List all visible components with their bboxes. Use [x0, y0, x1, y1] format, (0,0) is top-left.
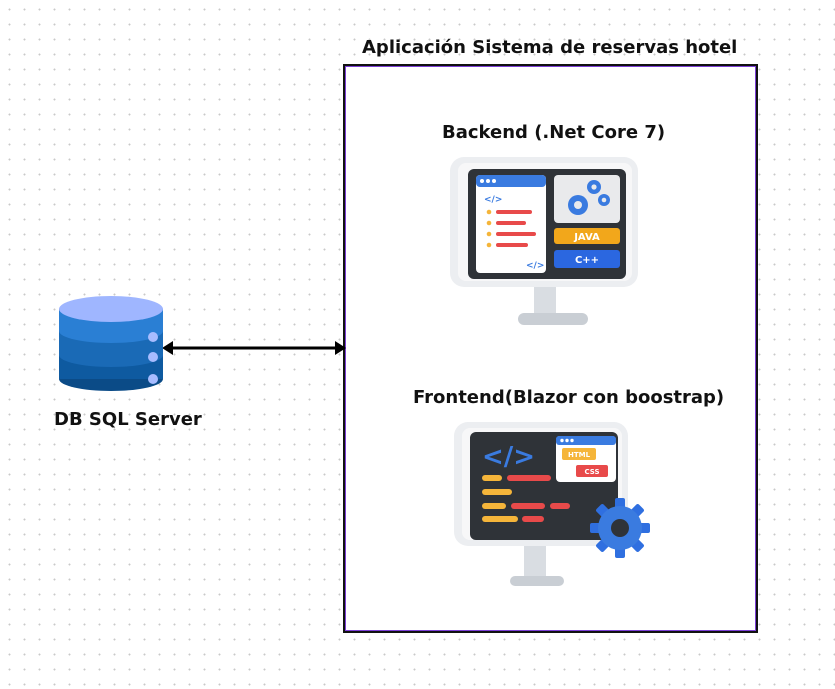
backend-label: Backend (.Net Core 7) — [442, 122, 666, 143]
css-badge: CSS — [584, 468, 599, 476]
svg-text:</>: </> — [484, 195, 502, 205]
app-container-title: Aplicación Sistema de reservas hotel — [362, 37, 738, 58]
connection-arrow — [162, 341, 346, 355]
database-label: DB SQL Server — [54, 409, 202, 430]
svg-text:</>: </> — [526, 261, 544, 271]
svg-text:</>: </> — [482, 442, 535, 472]
backend-monitor-icon: </> </> JAVA C++ — [450, 157, 638, 325]
html-badge: HTML — [568, 451, 591, 459]
database-icon — [59, 296, 163, 391]
frontend-monitor-icon: </> HTML CSS — [454, 422, 650, 586]
java-badge: JAVA — [573, 232, 600, 243]
frontend-label: Frontend(Blazor con boostrap) — [413, 387, 725, 408]
cpp-badge: C++ — [575, 255, 599, 266]
